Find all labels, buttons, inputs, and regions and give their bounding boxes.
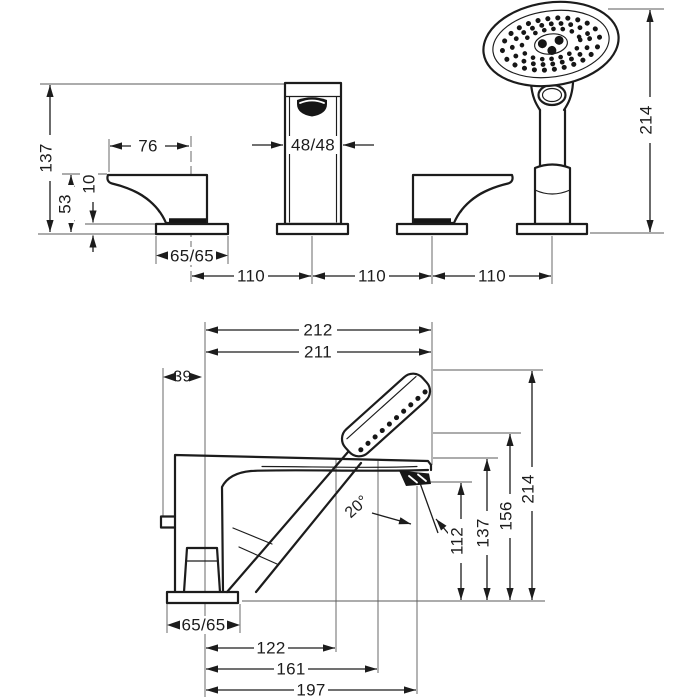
dim-side-outlet-reach: 122 xyxy=(206,639,335,658)
dim-label-side-161: 161 xyxy=(276,660,305,679)
dim-label-side-122: 122 xyxy=(256,639,285,658)
dim-side-holder-height: 156 xyxy=(497,434,516,600)
dim-side-shower-height: 214 xyxy=(519,371,538,600)
dim-side-body-height: 137 xyxy=(474,459,493,600)
shower-handle-edge xyxy=(254,461,363,594)
dim-front-spout-height: 137 xyxy=(37,85,56,232)
dim-label-side-212: 212 xyxy=(303,321,332,340)
spray-hole xyxy=(537,39,547,49)
dim-front-spout-width: 48/48 xyxy=(252,136,374,155)
escutcheon-spout xyxy=(275,222,350,236)
dim-label-side-20deg: 20° xyxy=(342,492,372,521)
dim-side-outlet-height: 112 xyxy=(448,483,467,600)
dim-side-tip-reach: 197 xyxy=(206,681,416,700)
dim-label-front-110b: 110 xyxy=(358,267,386,286)
dim-side-escutcheon-width: 65/65 xyxy=(167,616,240,635)
dim-side-overall-reach: 212 xyxy=(206,321,431,340)
handshower-front xyxy=(482,0,620,236)
dim-front-hole-spacing: 110 110 110 xyxy=(192,267,551,286)
dim-side-rear-offset: 39 xyxy=(163,369,202,386)
dim-label-front-6565: 65/65 xyxy=(170,247,214,266)
control-knob-side xyxy=(182,546,222,594)
dim-label-side-39: 39 xyxy=(173,369,191,386)
dim-front-escutcheon-height: 10 xyxy=(80,166,99,252)
spray-angle-callout: 20° xyxy=(342,482,454,540)
dim-label-front-110c: 110 xyxy=(478,267,506,286)
dim-label-front-53: 53 xyxy=(56,194,75,214)
dim-label-front-4848: 48/48 xyxy=(291,136,335,155)
dim-label-side-197: 197 xyxy=(296,681,325,700)
dim-label-side-156: 156 xyxy=(497,501,516,530)
dim-label-front-214: 214 xyxy=(637,105,656,134)
side-view: 20° 212 211 39 112 137 xyxy=(159,321,545,700)
dim-label-side-137: 137 xyxy=(474,518,493,547)
dim-label-side-6565: 65/65 xyxy=(181,616,225,635)
dim-label-front-110a: 110 xyxy=(237,267,265,286)
dim-label-side-211: 211 xyxy=(304,343,332,362)
spray-hole xyxy=(554,35,564,45)
spray-hole xyxy=(547,45,557,55)
side-extension-lines xyxy=(162,322,545,697)
handle-left-front xyxy=(106,173,230,236)
escutcheon-left xyxy=(154,222,230,236)
shower-handle-edge xyxy=(225,450,350,594)
hose-joint xyxy=(232,527,278,565)
dim-side-mid-reach: 161 xyxy=(206,660,377,679)
dim-front-shower-height: 214 xyxy=(637,10,656,232)
dim-label-front-10: 10 xyxy=(80,174,99,194)
escutcheon-side xyxy=(165,590,240,605)
dim-label-front-137: 137 xyxy=(37,143,56,172)
dim-front-lever-length: 76 xyxy=(110,137,189,156)
mixer-body-side xyxy=(159,453,433,605)
handshower-side xyxy=(225,372,432,594)
dim-label-side-214: 214 xyxy=(519,474,538,503)
escutcheon-right xyxy=(395,222,469,236)
rear-connector-tab xyxy=(159,515,177,529)
escutcheon-shower xyxy=(515,222,589,236)
dim-front-escutcheon-width: 65/65 xyxy=(156,247,228,266)
handshower-head-front xyxy=(482,0,620,88)
spout-outlet xyxy=(399,470,431,486)
handle-right-front xyxy=(395,173,514,236)
dim-label-front-76: 76 xyxy=(138,137,158,156)
dim-side-spout-reach: 211 xyxy=(206,343,431,362)
spout-front xyxy=(275,81,350,236)
front-view: 137 76 53 10 48/48 65/65 xyxy=(37,0,664,286)
dim-label-side-112: 112 xyxy=(448,527,467,555)
dim-front-lever-height: 53 xyxy=(56,175,75,232)
